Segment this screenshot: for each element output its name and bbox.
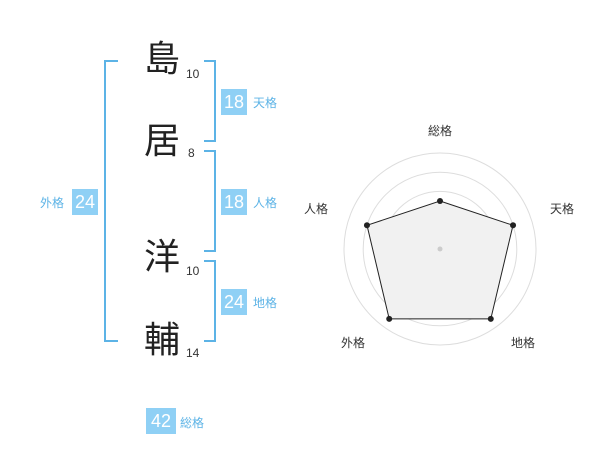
radar-center-dot bbox=[437, 246, 443, 252]
radar-label-gaikaku: 外格 bbox=[341, 336, 366, 350]
radar-label-soukaku: 総格 bbox=[428, 124, 453, 138]
radar-label-jinkaku: 人格 bbox=[304, 202, 329, 216]
stroke-count-2: 8 bbox=[188, 146, 195, 160]
radar-points bbox=[363, 198, 517, 322]
radar-score-shape bbox=[366, 200, 514, 320]
radar-point-2 bbox=[510, 222, 517, 229]
gaikaku-bracket bbox=[104, 60, 118, 342]
radar-grid-ring bbox=[401, 210, 479, 288]
radar-grid-ring bbox=[420, 229, 460, 269]
radar-label-chikaku: 地格 bbox=[511, 336, 536, 350]
name-char-2: 居 bbox=[143, 121, 180, 162]
stroke-count-4: 14 bbox=[186, 346, 200, 360]
radar-point-4 bbox=[386, 315, 393, 322]
radar-point-3 bbox=[487, 315, 494, 322]
radar-grid-ring bbox=[343, 152, 537, 346]
radar-grid bbox=[343, 152, 537, 346]
chikaku-value: 24 bbox=[221, 289, 247, 315]
gaikaku-label: 外格 bbox=[40, 196, 65, 210]
tenkaku-value: 18 bbox=[221, 89, 247, 115]
name-char-3: 洋 bbox=[143, 237, 180, 278]
jinkaku-bracket bbox=[204, 150, 216, 252]
radar-point-1 bbox=[437, 198, 443, 204]
radar-label-tenkaku: 天格 bbox=[550, 202, 575, 216]
name-char-1: 島 bbox=[143, 39, 180, 80]
radar-point-5 bbox=[363, 222, 370, 229]
tenkaku-bracket bbox=[204, 60, 216, 142]
name-char-4: 輔 bbox=[143, 320, 180, 361]
tenkaku-label: 天格 bbox=[253, 96, 278, 110]
jinkaku-value: 18 bbox=[221, 189, 247, 215]
jinkaku-label: 人格 bbox=[253, 196, 278, 210]
radar-grid-ring bbox=[362, 171, 518, 327]
gaikaku-value: 24 bbox=[72, 189, 98, 215]
stroke-count-3: 10 bbox=[186, 264, 200, 278]
chikaku-label: 地格 bbox=[253, 296, 278, 310]
soukaku-value: 42 bbox=[146, 408, 176, 434]
chikaku-bracket bbox=[204, 260, 216, 342]
radar-grid-ring bbox=[381, 190, 499, 308]
stroke-count-1: 10 bbox=[186, 67, 200, 81]
soukaku-label: 総格 bbox=[180, 416, 205, 430]
